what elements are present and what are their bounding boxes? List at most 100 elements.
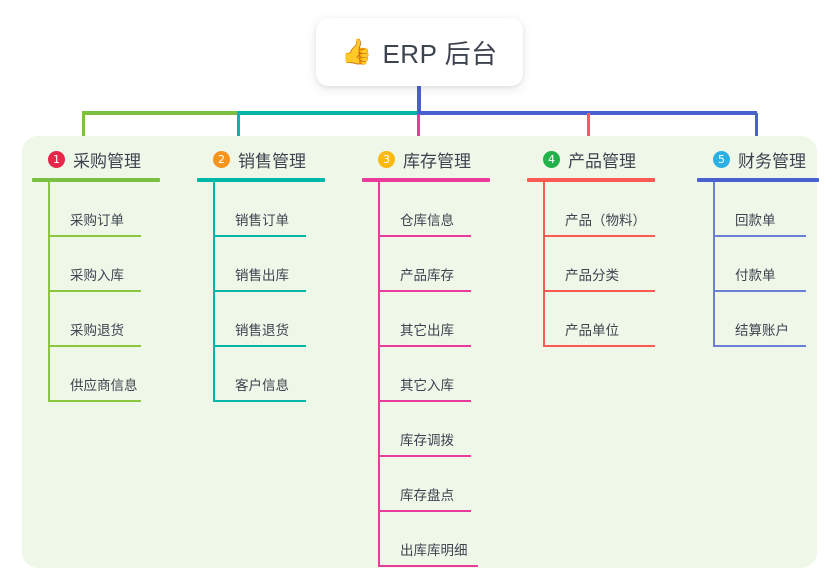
list-item-label: 库存盘点 (400, 488, 454, 503)
list-item[interactable]: 产品分类 (543, 237, 692, 292)
column-number-badge: 1 (48, 150, 65, 168)
column-spine (543, 182, 545, 347)
list-item-underline (713, 345, 806, 347)
column-underline (362, 178, 490, 182)
column-items: 采购订单采购入库采购退货供应商信息 (48, 182, 197, 402)
list-item[interactable]: 付款单 (713, 237, 839, 292)
list-item-underline (378, 510, 471, 512)
list-item-underline (378, 290, 471, 292)
column-title: 库存管理 (403, 151, 471, 171)
list-item[interactable]: 销售订单 (213, 182, 362, 237)
column-items: 仓库信息产品库存其它出库其它入库库存调拨库存盘点出库库明细 (378, 182, 527, 567)
list-item-underline (378, 235, 471, 237)
list-item-underline (48, 345, 141, 347)
list-item-underline (543, 290, 655, 292)
list-item-underline (713, 235, 806, 237)
column-3: 3 库存管理仓库信息产品库存其它出库其它入库库存调拨库存盘点出库库明细 (362, 146, 527, 567)
column-number-badge: 4 (543, 150, 560, 168)
list-item-underline (48, 235, 141, 237)
list-item-label: 产品（物料） (565, 213, 646, 228)
root-node-card[interactable]: 👍 ERP 后台 (316, 18, 523, 86)
list-item[interactable]: 采购退货 (48, 292, 197, 347)
list-item[interactable]: 结算账户 (713, 292, 839, 347)
list-item[interactable]: 产品（物料） (543, 182, 692, 237)
list-item-label: 其它出库 (400, 323, 454, 338)
column-header-4[interactable]: 4 产品管理 (527, 146, 692, 172)
list-item[interactable]: 销售出库 (213, 237, 362, 292)
root-connector-vertical (417, 84, 421, 114)
list-item-underline (213, 235, 306, 237)
list-item-underline (713, 290, 806, 292)
list-item[interactable]: 采购订单 (48, 182, 197, 237)
column-header-3[interactable]: 3 库存管理 (362, 146, 527, 172)
list-item-underline (378, 400, 471, 402)
connector-drop-2 (237, 113, 240, 155)
column-title: 产品管理 (568, 151, 636, 171)
connector-drop-1 (82, 113, 85, 155)
list-item-underline (213, 345, 306, 347)
column-header-1[interactable]: 1 采购管理 (32, 146, 197, 172)
list-item-label: 其它入库 (400, 378, 454, 393)
list-item[interactable]: 销售退货 (213, 292, 362, 347)
column-underline (697, 178, 819, 182)
list-item-label: 供应商信息 (70, 378, 138, 393)
list-item-label: 仓库信息 (400, 213, 454, 228)
connector-bus-segment (237, 111, 417, 115)
list-item-label: 产品分类 (565, 268, 619, 283)
column-items: 销售订单销售出库销售退货客户信息 (213, 182, 362, 402)
connector-drop-3 (417, 113, 420, 155)
column-1: 1 采购管理采购订单采购入库采购退货供应商信息 (32, 146, 197, 402)
list-item-underline (543, 235, 655, 237)
list-item-underline (213, 400, 306, 402)
list-item-label: 产品单位 (565, 323, 619, 338)
list-item[interactable]: 产品单位 (543, 292, 692, 347)
column-4: 4 产品管理产品（物料） 产品分类产品单位 (527, 146, 692, 347)
column-header-2[interactable]: 2 销售管理 (197, 146, 362, 172)
column-number-badge: 5 (713, 150, 730, 168)
thumbs-up-icon: 👍 (341, 37, 373, 66)
list-item-underline (543, 345, 655, 347)
list-item[interactable]: 回款单 (713, 182, 839, 237)
list-item[interactable]: 库存调拨 (378, 402, 527, 457)
list-item-label: 销售出库 (235, 268, 289, 283)
list-item-label: 销售订单 (235, 213, 289, 228)
list-item[interactable]: 仓库信息 (378, 182, 527, 237)
list-item[interactable]: 客户信息 (213, 347, 362, 402)
list-item-label: 采购退货 (70, 323, 124, 338)
list-item-underline (48, 400, 141, 402)
list-item-underline (48, 290, 141, 292)
list-item-label: 结算账户 (735, 323, 789, 338)
column-title: 采购管理 (73, 151, 141, 171)
column-underline (527, 178, 655, 182)
column-number-badge: 3 (378, 150, 395, 168)
list-item[interactable]: 采购入库 (48, 237, 197, 292)
list-item[interactable]: 库存盘点 (378, 457, 527, 512)
list-item-label: 付款单 (735, 268, 776, 283)
column-items: 回款单付款单结算账户 (713, 182, 839, 347)
list-item-label: 库存调拨 (400, 433, 454, 448)
list-item[interactable]: 其它入库 (378, 347, 527, 402)
column-title: 销售管理 (238, 151, 306, 171)
list-item-label: 客户信息 (235, 378, 289, 393)
list-item-label: 销售退货 (235, 323, 289, 338)
column-2: 2 销售管理销售订单销售出库销售退货客户信息 (197, 146, 362, 402)
list-item-label: 回款单 (735, 213, 776, 228)
list-item-label: 采购入库 (70, 268, 124, 283)
list-item[interactable]: 供应商信息 (48, 347, 197, 402)
content-panel (22, 136, 817, 568)
list-item-label: 采购订单 (70, 213, 124, 228)
list-item[interactable]: 其它出库 (378, 292, 527, 347)
connector-drop-4 (587, 113, 590, 155)
list-item-underline (378, 455, 471, 457)
column-spine (213, 182, 215, 402)
column-spine (378, 182, 380, 567)
list-item-label: 产品库存 (400, 268, 454, 283)
list-item[interactable]: 产品库存 (378, 237, 527, 292)
column-number-badge: 2 (213, 150, 230, 168)
list-item-underline (378, 565, 478, 567)
list-item-underline (378, 345, 471, 347)
list-item[interactable]: 出库库明细 (378, 512, 527, 567)
column-spine (48, 182, 50, 402)
